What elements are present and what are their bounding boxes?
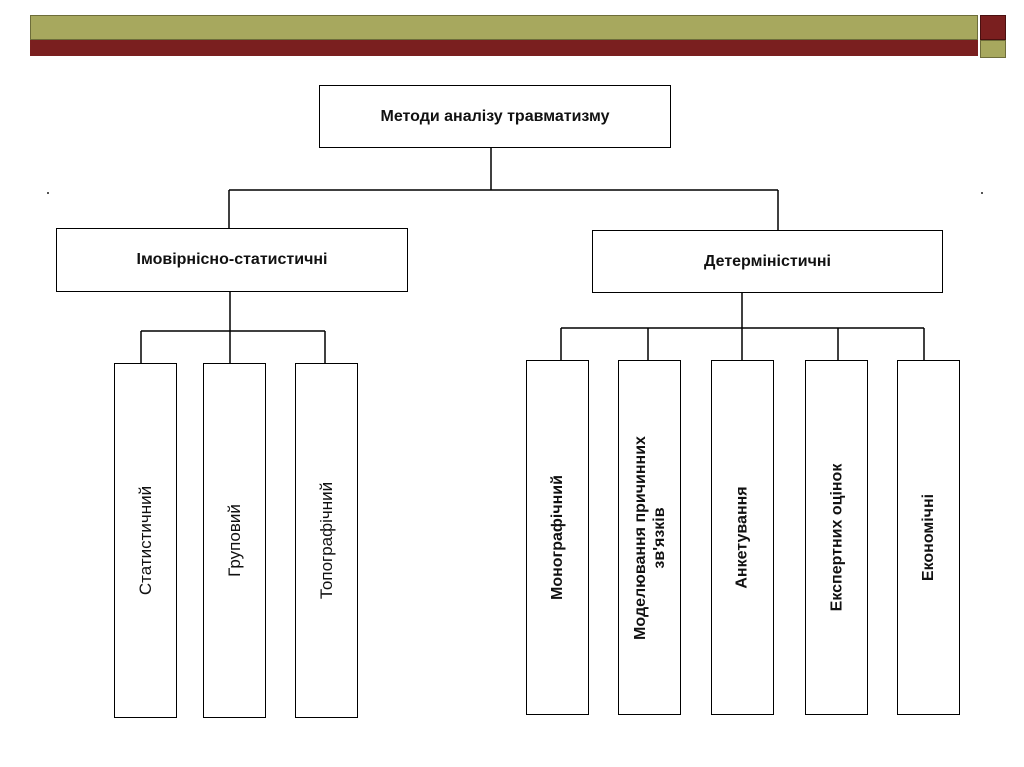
leaf-node-survey: Анкетування [711, 360, 774, 715]
leaf-node-economic: Економічні [897, 360, 960, 715]
leaf-node-label: Монографічний [549, 475, 567, 600]
branch-node-deterministic: Детерміністичні [592, 230, 943, 293]
leaf-node-label: Груповий [225, 504, 245, 577]
corner-square-maroon [980, 15, 1006, 40]
title-bar-maroon-band [30, 40, 978, 56]
root-node-label: Методи аналізу травматизму [380, 107, 610, 125]
leaf-node-causal-modeling: Моделювання причинних зв'язків [618, 360, 681, 715]
corner-square-olive [980, 40, 1006, 58]
stray-dot-left [47, 192, 49, 194]
leaf-node-label: Моделювання причинних зв'язків [631, 435, 668, 640]
branch-node-probabilistic: Імовірнісно-статистичні [56, 228, 408, 292]
leaf-node-label: Анкетування [734, 486, 752, 589]
title-bar-olive-band [30, 15, 978, 40]
root-node: Методи аналізу травматизму [319, 85, 671, 148]
leaf-node-label: Топографічний [317, 481, 337, 600]
branch-node-label: Детерміністичні [704, 252, 831, 270]
leaf-node-statistical: Статистичний [114, 363, 177, 718]
leaf-node-label: Економічні [920, 493, 937, 582]
branch-node-label: Імовірнісно-статистичні [136, 251, 328, 268]
leaf-node-monographic: Монографічний [526, 360, 589, 715]
leaf-node-label: Статистичний [136, 485, 156, 596]
leaf-node-label: Експертних оцінок [828, 463, 846, 612]
leaf-node-expert-assessment: Експертних оцінок [805, 360, 868, 715]
leaf-node-group: Груповий [203, 363, 266, 718]
stray-dot-right [981, 192, 983, 194]
leaf-node-topographic: Топографічний [295, 363, 358, 718]
